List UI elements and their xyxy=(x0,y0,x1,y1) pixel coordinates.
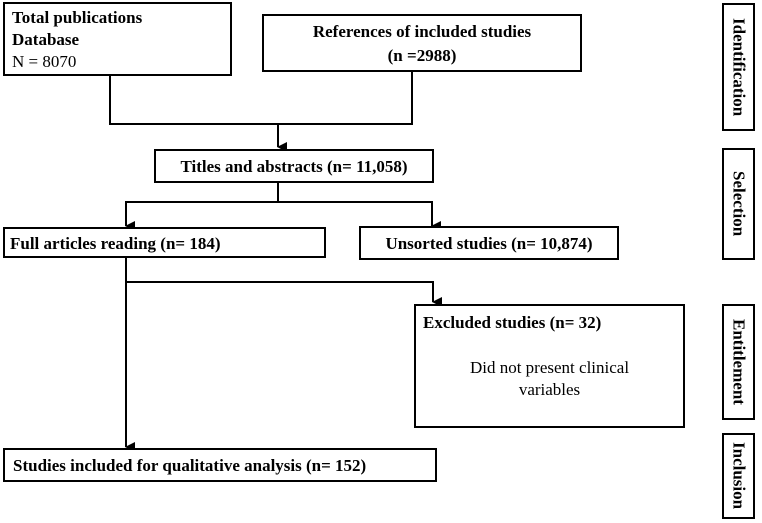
unsorted-studies-label: Unsorted studies (n= 10,874) xyxy=(385,234,593,253)
total-publications-label: Total publications xyxy=(12,8,143,27)
stage-inclusion: Inclusion xyxy=(722,433,755,519)
stage-selection: Selection xyxy=(722,148,755,260)
stage-selection-label: Selection xyxy=(729,171,749,237)
excluded-studies-label: Excluded studies (n= 32) xyxy=(423,313,602,332)
titles-abstracts-box: Titles and abstracts (n= 11,058) xyxy=(154,149,434,183)
full-articles-box: Full articles reading (n= 184) xyxy=(3,227,326,258)
total-publications-box: Total publications Database N = 8070 xyxy=(3,2,232,76)
references-count: (n =2988) xyxy=(387,46,457,65)
excluded-studies-box: Excluded studies (n= 32) Did not present… xyxy=(414,304,685,428)
stage-identification: Identification xyxy=(722,3,755,131)
stage-entitlement-label: Entitlement xyxy=(729,319,749,405)
total-count: N = 8070 xyxy=(12,52,77,71)
stage-entitlement: Entitlement xyxy=(722,304,755,420)
studies-included-label: Studies included for qualitative analysi… xyxy=(13,456,367,475)
database-label: Database xyxy=(12,30,80,49)
unsorted-studies-box: Unsorted studies (n= 10,874) xyxy=(359,226,619,260)
excluded-reason-line1: Did not present clinical xyxy=(469,358,630,377)
references-box: References of included studies (n =2988) xyxy=(262,14,582,72)
studies-included-box: Studies included for qualitative analysi… xyxy=(3,448,437,482)
stage-identification-label: Identification xyxy=(729,17,749,117)
titles-abstracts-label: Titles and abstracts (n= 11,058) xyxy=(180,157,408,176)
full-articles-label: Full articles reading (n= 184) xyxy=(10,234,221,253)
stage-inclusion-label: Inclusion xyxy=(729,442,749,510)
excluded-reason-line2: variables xyxy=(518,380,581,399)
references-label: References of included studies xyxy=(312,22,532,41)
